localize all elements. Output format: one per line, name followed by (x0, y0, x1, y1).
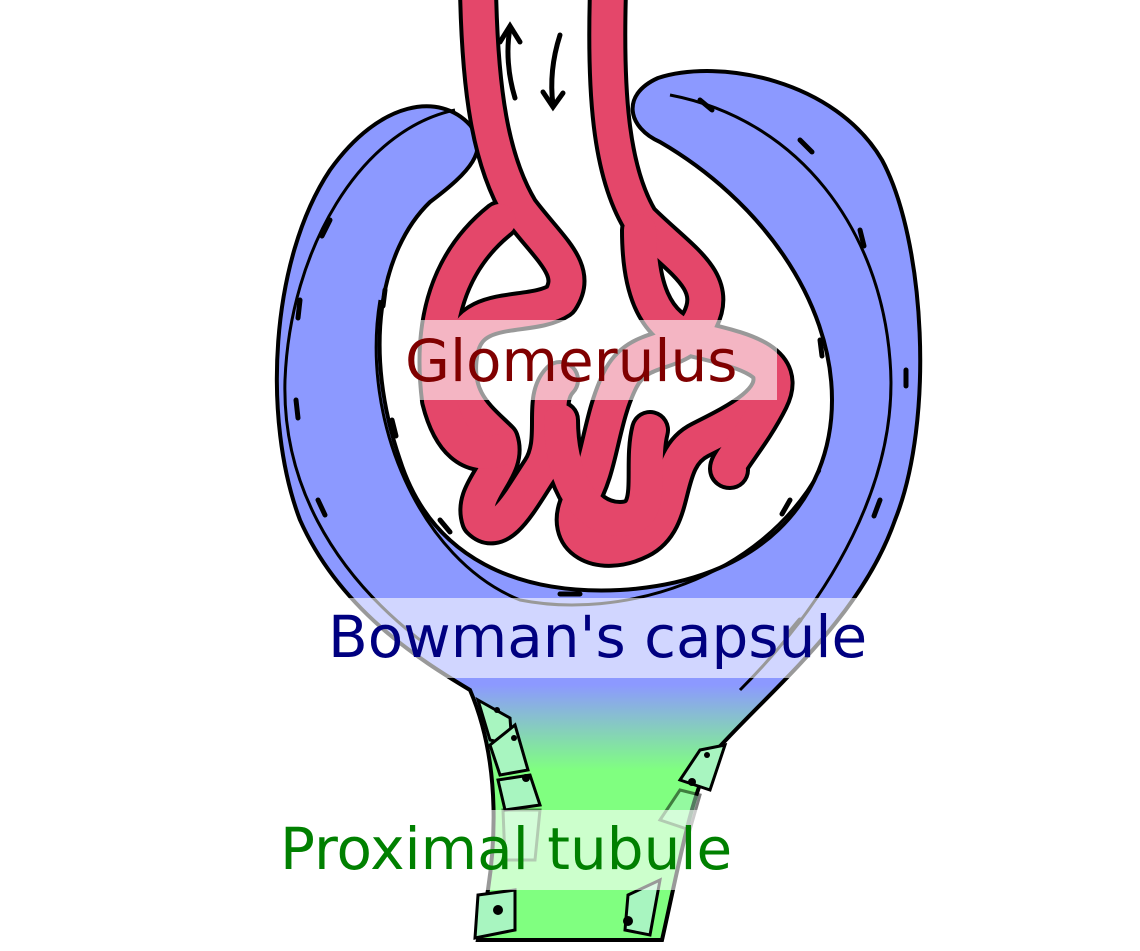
bowmans-capsule-shape (274, 69, 923, 942)
flow-down-arrow-icon (540, 32, 566, 112)
capsule-membrane (283, 108, 456, 642)
bowmans-capsule-label: Bowman's capsule (328, 603, 867, 671)
glomerulus-label: Glomerulus (405, 327, 737, 395)
capsule-nuclei (293, 97, 909, 635)
capsule-membrane (669, 93, 893, 692)
bowmans-label-bg (340, 598, 862, 678)
tubule-cell-nuclei (493, 707, 710, 926)
glomerulus-label-bg (405, 320, 777, 400)
flow-up-arrow-icon (497, 21, 523, 101)
tubule-label-bg (440, 810, 776, 890)
proximal-tubule-label: Proximal tubule (280, 815, 732, 883)
